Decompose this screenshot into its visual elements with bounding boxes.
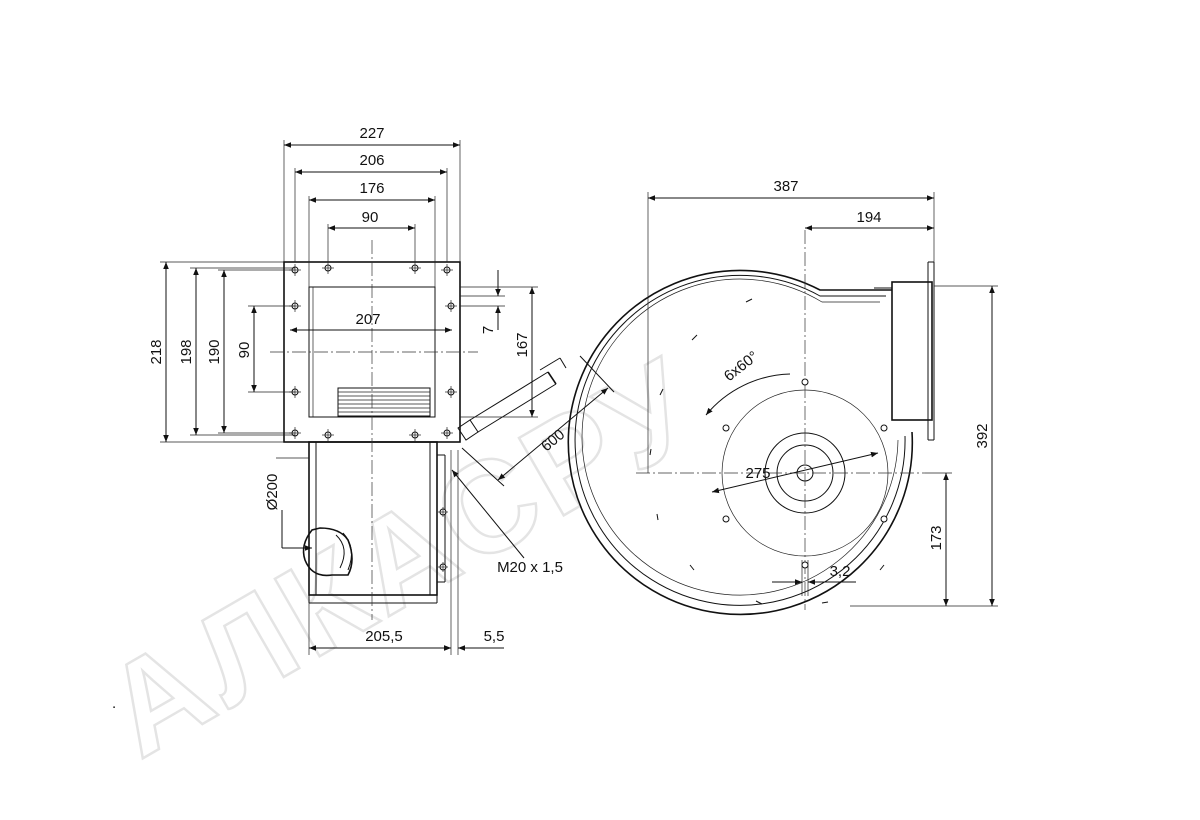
dim-90-side: 90 <box>236 342 253 359</box>
dim-5-5: 5,5 <box>484 628 505 645</box>
watermark-text: АЛКАСРУ <box>81 329 724 785</box>
thread-label: M20 x 1,5 <box>497 559 563 576</box>
volute-outer <box>567 269 914 616</box>
impeller-blades <box>337 387 431 417</box>
dim-7: 7 <box>480 326 497 334</box>
dim-205-5: 205,5 <box>365 628 403 645</box>
dim-190: 190 <box>206 339 223 364</box>
flange-holes <box>289 262 457 441</box>
dim-3-2: 3,2 <box>830 563 851 580</box>
dim-392: 392 <box>974 423 991 448</box>
front-view: 227 206 176 90 207 218 198 190 90 <box>148 125 615 655</box>
dim-194: 194 <box>856 209 881 226</box>
dim-90-top: 90 <box>362 209 379 226</box>
dim-227: 227 <box>359 125 384 142</box>
dim-206: 206 <box>359 152 384 169</box>
outlet-flange <box>891 281 933 421</box>
dim-167: 167 <box>514 332 531 357</box>
side-view: 6x60° 275 387 194 392 173 3,2 <box>567 178 998 616</box>
dim-diameter-200: Ø200 <box>264 474 281 511</box>
dim-207: 207 <box>355 311 380 328</box>
dim-198: 198 <box>178 339 195 364</box>
dim-176: 176 <box>359 180 384 197</box>
dim-387: 387 <box>773 178 798 195</box>
volute-rivets <box>649 298 885 605</box>
side-holes <box>722 378 888 569</box>
dim-218: 218 <box>148 339 165 364</box>
footnote-dot: . <box>112 695 116 712</box>
dim-angle: 6x60° <box>721 348 762 385</box>
dim-173: 173 <box>928 525 945 550</box>
inlet-ring <box>302 527 353 577</box>
dim-275: 275 <box>745 465 770 482</box>
